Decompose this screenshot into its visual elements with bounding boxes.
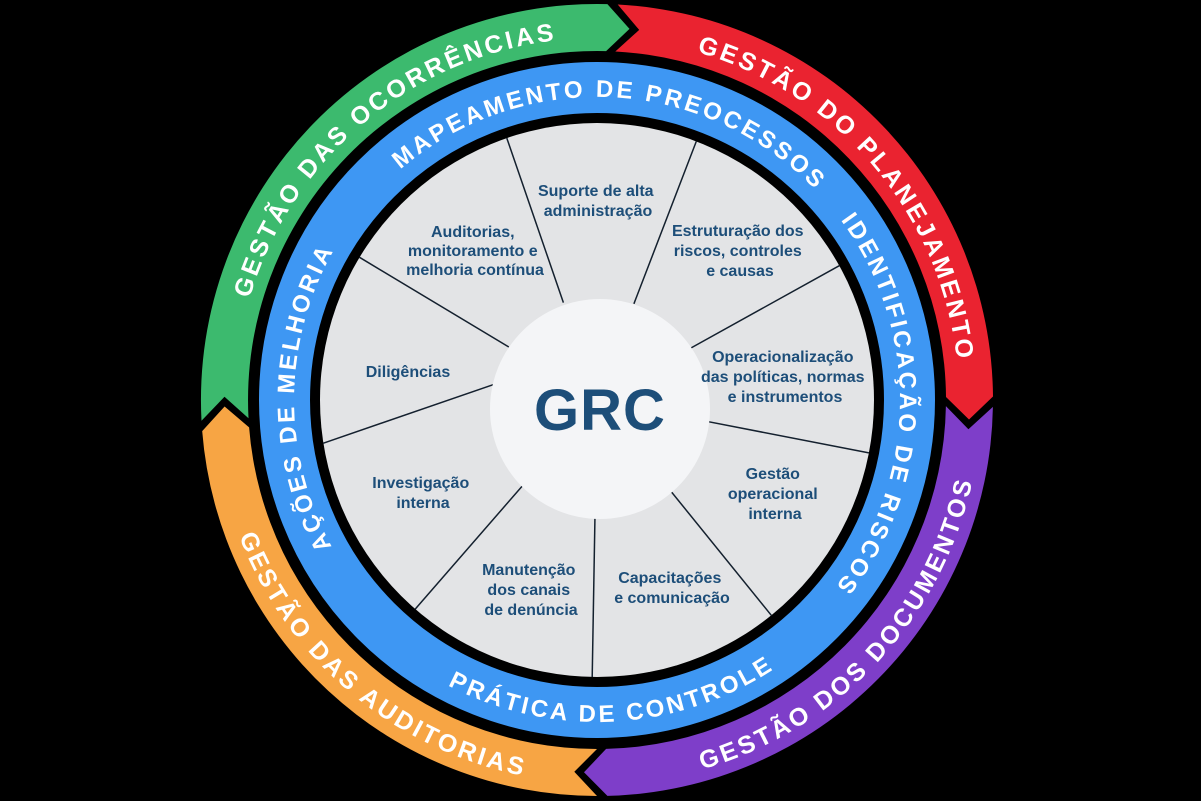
- outer-arc-gestao-do-planejamento: [615, 4, 993, 420]
- center-circle: [490, 299, 710, 519]
- outer-arc-gestao-das-auditorias: [202, 406, 597, 796]
- blue-ring: [259, 62, 935, 738]
- outer-arc-gestao-dos-documentos: [584, 406, 993, 796]
- sector-label-diligencias: Diligências: [366, 364, 451, 381]
- sector-divider-line: [322, 383, 496, 445]
- sector-label-auditorias: Auditorias, monitoramento e melhoria con…: [406, 224, 544, 279]
- sector-label-operacionalizacao: Operacionalização das políticas, normas …: [701, 349, 869, 406]
- center-grc-label: GRC: [534, 378, 666, 443]
- sector-label-suporte: Suporte de alta administração: [538, 183, 658, 220]
- sector-label-capacitacoes: Capacitações e comunicação: [614, 570, 730, 607]
- outer-arc-gestao-das-ocorrencias: [200, 3, 630, 421]
- sector-divider-line: [697, 418, 870, 454]
- sector-label-gestao-operacional: Gestão operacional interna: [728, 466, 822, 523]
- sector-label-manutencao: Manutenção dos canais de denúncia: [482, 562, 580, 619]
- sector-divider-line: [414, 477, 531, 610]
- sector-divider-line: [686, 265, 840, 351]
- sector-divider-line: [359, 256, 510, 348]
- sector-label-investigacao: Investigação interna: [372, 475, 473, 512]
- sector-divider-line: [591, 502, 596, 678]
- sector-divider-line: [506, 137, 565, 303]
- sector-dividers: [322, 137, 870, 678]
- sector-label-estruturacao: Estruturação dos riscos, controles e cau…: [672, 223, 808, 280]
- sector-labels: Suporte de alta administração Estruturaç…: [366, 183, 869, 619]
- sector-divider-line: [633, 141, 698, 305]
- sector-divider-line: [661, 479, 772, 616]
